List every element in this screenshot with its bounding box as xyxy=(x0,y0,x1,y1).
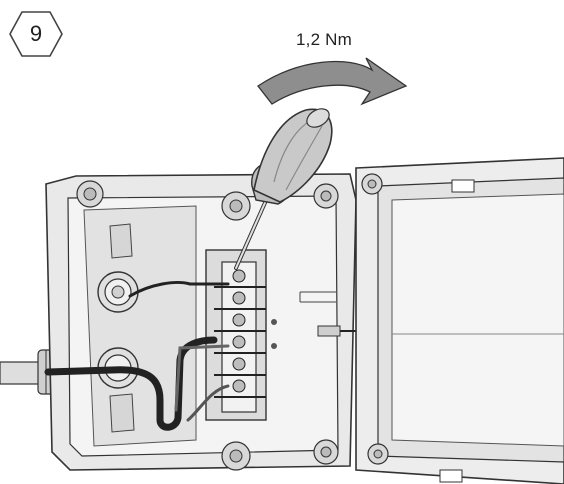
housing-lid xyxy=(355,157,564,484)
terminal-block xyxy=(205,249,267,421)
screwdriver-icon xyxy=(234,108,333,270)
wiring xyxy=(44,281,230,431)
clockwise-rotation-arrow-icon xyxy=(257,57,408,106)
ground-terminal xyxy=(271,319,356,349)
hexagon-step-badge-icon xyxy=(9,11,63,57)
step-number: 9 xyxy=(29,21,43,46)
cable-gland-upper xyxy=(97,271,139,313)
terminal-screws xyxy=(232,269,246,393)
housing-base xyxy=(45,173,357,471)
torque-value-label: 1,2 Nm xyxy=(296,30,352,49)
